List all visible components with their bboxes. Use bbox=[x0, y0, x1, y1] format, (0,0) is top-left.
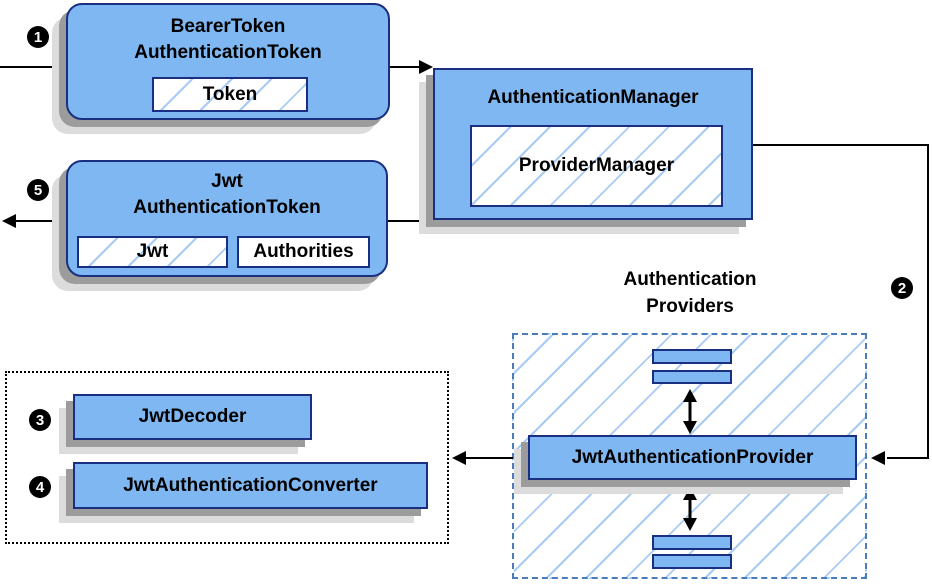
jwt-authentication-converter-box: JwtAuthenticationConverter bbox=[73, 462, 428, 509]
bearer-token-title-line1: BearerToken bbox=[170, 16, 286, 37]
jwt-token-title-line2: AuthenticationToken bbox=[133, 197, 321, 218]
arrowhead-response-out bbox=[2, 214, 16, 228]
authentication-providers-label-line2: Providers bbox=[646, 296, 734, 317]
bearer-token-title-line2: AuthenticationToken bbox=[134, 42, 322, 63]
authentication-providers-label: Authentication Providers bbox=[565, 266, 815, 320]
arrowhead-into-decoder-group bbox=[452, 451, 466, 465]
double-arrow-bottom-down-head bbox=[683, 518, 697, 531]
jwt-authentication-converter-label: JwtAuthenticationConverter bbox=[123, 474, 378, 496]
authentication-manager-title: AuthenticationManager bbox=[487, 87, 699, 108]
bearer-token-authentication-token-box: BearerToken AuthenticationToken Token bbox=[66, 3, 390, 120]
jwt-authentication-provider-box: JwtAuthenticationProvider bbox=[528, 435, 857, 480]
step-4-marker: 4 bbox=[29, 476, 51, 498]
flow-line-manager-to-provider bbox=[753, 144, 929, 459]
authorities-field: Authorities bbox=[237, 236, 370, 268]
authorities-field-label: Authorities bbox=[253, 241, 354, 262]
provider-placeholder-bar bbox=[652, 370, 732, 384]
bearer-token-box-title: BearerToken AuthenticationToken bbox=[68, 5, 388, 66]
jwt-authentication-token-box: Jwt AuthenticationToken Jwt Authorities bbox=[66, 160, 388, 277]
provider-placeholder-bar bbox=[652, 349, 732, 364]
arrowhead-into-provider bbox=[871, 451, 885, 465]
provider-manager-field-label: ProviderManager bbox=[518, 155, 675, 176]
jwt-decoder-box: JwtDecoder bbox=[73, 394, 312, 440]
step-5-number: 5 bbox=[33, 181, 43, 199]
jwt-authentication-provider-label: JwtAuthenticationProvider bbox=[571, 446, 814, 468]
double-arrow-bottom-up-head bbox=[683, 487, 697, 500]
step-1-number: 1 bbox=[33, 28, 43, 46]
double-arrow-top-down-head bbox=[683, 421, 697, 434]
step-3-number: 3 bbox=[35, 411, 45, 429]
step-4-number: 4 bbox=[35, 478, 45, 496]
double-arrow-top-up-head bbox=[683, 389, 697, 402]
jwt-field: Jwt bbox=[77, 236, 228, 268]
provider-placeholder-bar bbox=[652, 554, 732, 569]
step-5-marker: 5 bbox=[27, 179, 49, 201]
arrowhead-to-manager bbox=[419, 60, 433, 74]
authentication-manager-box: AuthenticationManager ProviderManager bbox=[433, 68, 753, 220]
step-1-marker: 1 bbox=[27, 26, 49, 48]
jwt-token-box-title: Jwt AuthenticationToken bbox=[68, 162, 386, 221]
authentication-providers-label-line1: Authentication bbox=[623, 269, 757, 290]
provider-manager-field: ProviderManager bbox=[470, 125, 723, 207]
jwt-field-label: Jwt bbox=[136, 241, 169, 262]
step-3-marker: 3 bbox=[29, 409, 51, 431]
decoder-converter-group-box bbox=[5, 371, 449, 544]
jwt-decoder-label: JwtDecoder bbox=[138, 406, 247, 427]
jwt-token-title-line1: Jwt bbox=[211, 171, 243, 192]
provider-placeholder-bar bbox=[652, 535, 732, 550]
step-2-marker: 2 bbox=[891, 277, 913, 299]
token-field: Token bbox=[152, 77, 308, 112]
token-field-label: Token bbox=[202, 83, 258, 105]
step-2-number: 2 bbox=[897, 279, 907, 297]
